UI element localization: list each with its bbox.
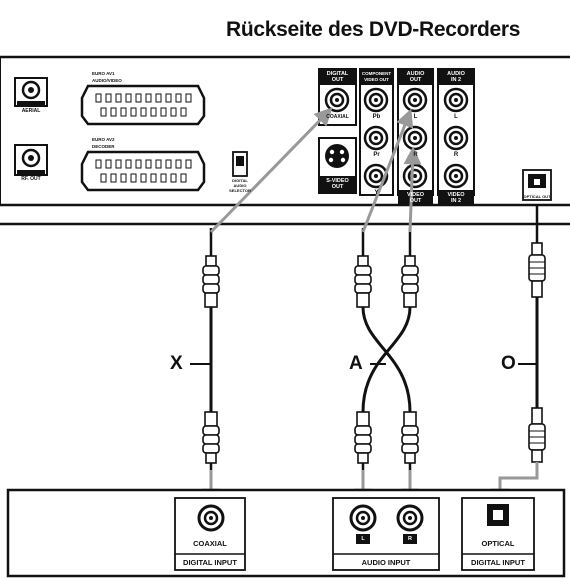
cable-x-coaxial (190, 228, 220, 494)
audio-out-header: AUDIO OUT (406, 71, 425, 83)
receiver-digital-input-2: DIGITAL INPUT (471, 558, 525, 567)
audio-out-l-label: L (413, 114, 418, 120)
audio-selector-switch (232, 151, 248, 177)
component-video-panel (359, 68, 394, 196)
y-label: Y (374, 190, 379, 196)
cable-o-label: O (501, 353, 516, 374)
cable-a-audio (354, 228, 419, 494)
audio-in-panel (437, 68, 475, 205)
pr-label: Pr (373, 152, 380, 158)
video-in-label: VIDEO IN 2 (447, 192, 465, 204)
optical-out-label: OPTICAL OUT (523, 194, 551, 199)
rf-out-label: RF. OUT (21, 176, 41, 182)
svideo-out-port (318, 137, 357, 194)
audio-in-r-label: R (453, 152, 459, 158)
audio-selector-label: DIGITAL AUDIO SELECTOR (229, 178, 251, 193)
receiver-l-label: L (361, 536, 365, 542)
digital-out-panel (318, 68, 357, 126)
receiver-coaxial-label: COAXIAL (193, 539, 227, 548)
cable-a-label: A (349, 353, 363, 374)
optical-out-port (522, 169, 552, 201)
scart-connector-1 (80, 84, 206, 126)
audio-in-header: AUDIO IN 2 (447, 71, 465, 83)
aerial-label: AERIAL (21, 108, 41, 114)
receiver-r-label: R (408, 536, 412, 542)
page-title: Rückseite des DVD-Recorders (226, 18, 521, 41)
svideo-out-label: S-VIDEO OUT (326, 178, 349, 190)
cable-o-optical (518, 205, 546, 463)
rf-out-jack (14, 144, 48, 176)
receiver-digital-input-1: DIGITAL INPUT (183, 558, 237, 567)
scart-connector-2 (80, 150, 206, 192)
receiver-audio-input: AUDIO INPUT (361, 558, 411, 567)
cable-x-label: X (170, 353, 183, 374)
recorder-back-panel (0, 55, 570, 226)
pb-label: Pb (372, 114, 381, 120)
receiver-panel (6, 488, 566, 578)
video-out-label: VIDEO OUT (406, 192, 425, 204)
receiver-optical-label: OPTICAL (481, 539, 515, 548)
audio-in-l-label: L (454, 114, 458, 120)
digital-out-header: DIGITAL OUT (326, 71, 349, 83)
aerial-jack (14, 77, 48, 107)
scart-1-label: EURO AV1 AUDIO/VIDEO (92, 71, 122, 83)
audio-out-panel (397, 68, 434, 205)
scart-2-label: EURO AV2 DECODER (92, 137, 115, 149)
component-header: COMPONENT VIDEO OUT (361, 71, 392, 82)
audio-out-r-label: R (413, 152, 418, 158)
coaxial-out-label: COAXIAL (326, 114, 349, 120)
